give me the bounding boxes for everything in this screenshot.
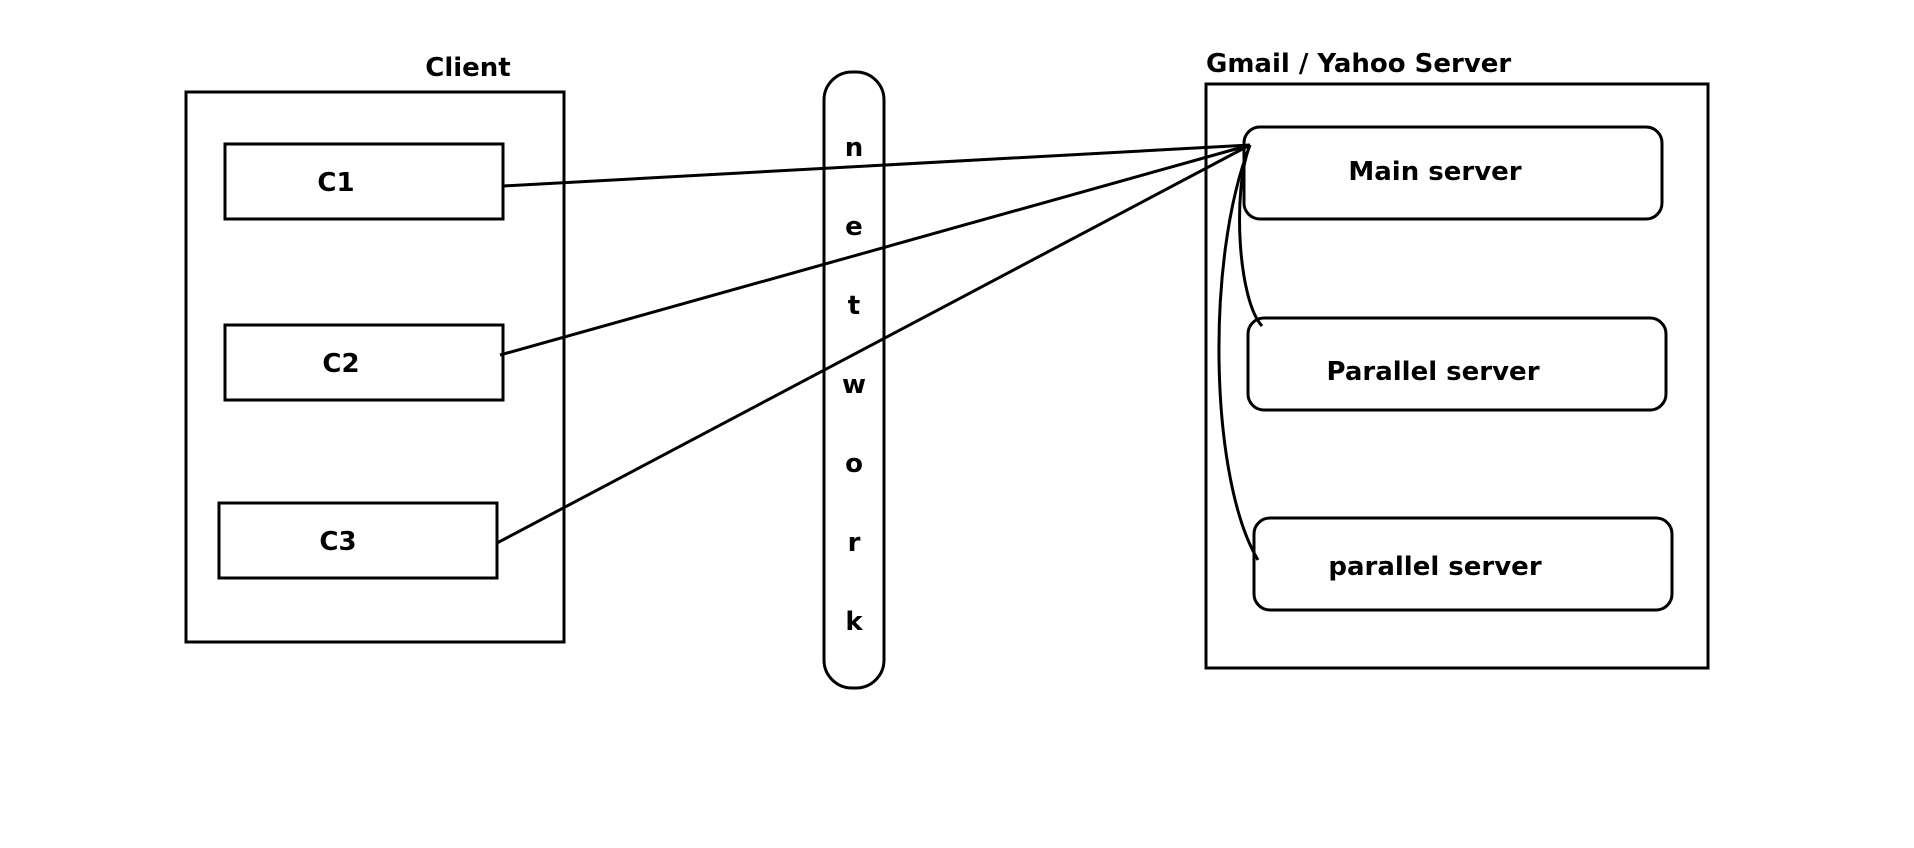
server-node-parallel-2-box xyxy=(1252,516,1674,612)
server-container xyxy=(1204,82,1710,670)
client-container xyxy=(184,90,566,644)
server-node-parallel-2-label: parallel server xyxy=(1328,552,1541,582)
network-pillar xyxy=(822,70,886,690)
client-node-c2-label: C2 xyxy=(322,349,359,379)
network-letter: n xyxy=(845,133,864,163)
client-connections xyxy=(496,143,1251,545)
server-node-parallel-1-label: Parallel server xyxy=(1326,357,1539,387)
server-group: Gmail / Yahoo Server Main server Paralle… xyxy=(1204,49,1710,670)
client-node-c1-box xyxy=(223,142,505,221)
edge-main-to-parallel-2 xyxy=(1217,144,1260,561)
client-node-c2-box xyxy=(223,323,505,402)
client-node-c3-label: C3 xyxy=(319,527,356,557)
network-letter: w xyxy=(842,370,866,400)
edge-c2-to-main-server xyxy=(499,143,1251,357)
network-letter: r xyxy=(848,528,861,558)
edge-main-to-parallel-1 xyxy=(1238,144,1264,328)
client-node-c3-box xyxy=(217,501,499,580)
network-letter: o xyxy=(845,449,863,479)
client-group: Client C1 C2 C3 xyxy=(184,53,566,644)
network-letter: k xyxy=(845,607,863,637)
server-node-main-label: Main server xyxy=(1348,157,1521,187)
client-title: Client xyxy=(425,53,510,83)
edge-c3-to-main-server xyxy=(496,143,1251,545)
client-node-c1-label: C1 xyxy=(317,168,354,198)
edge-c1-to-main-server xyxy=(502,143,1251,188)
server-title: Gmail / Yahoo Server xyxy=(1206,49,1511,79)
network-letter: e xyxy=(845,212,863,242)
server-node-parallel-1-box xyxy=(1246,316,1668,412)
network-letters: n e t w o r k xyxy=(842,133,866,637)
network-group: n e t w o r k xyxy=(822,70,886,690)
server-internal-links xyxy=(1217,144,1264,561)
network-letter: t xyxy=(848,291,860,321)
